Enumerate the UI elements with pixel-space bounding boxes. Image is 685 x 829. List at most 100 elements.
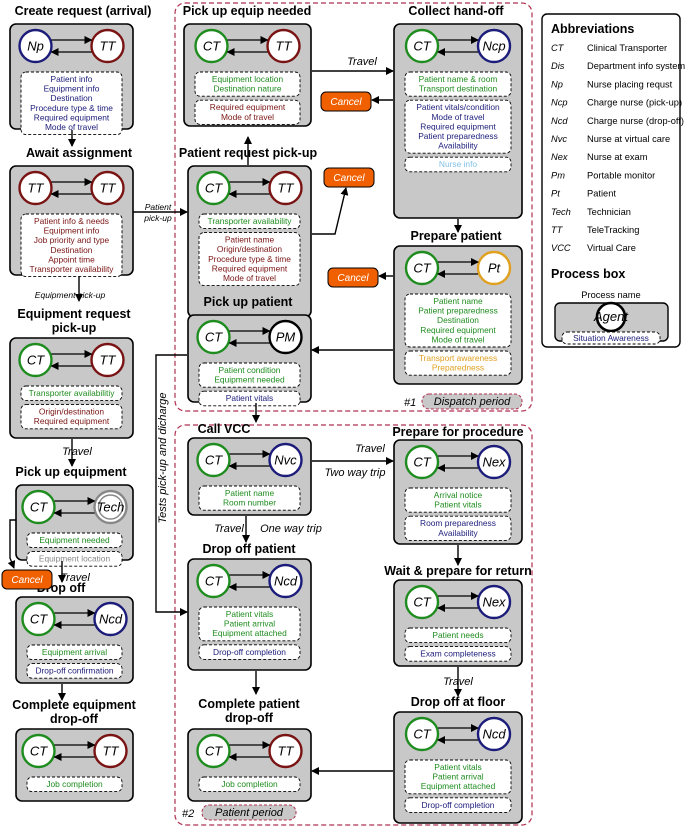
info-box-await-line: Patient info & needs: [34, 216, 109, 226]
info-box-await-line: Equipment info: [44, 226, 100, 236]
agent-pt-circle: [476, 250, 512, 286]
info-box-prepproc: [404, 487, 512, 513]
legend-key-ncd: Ncd: [551, 116, 568, 126]
label-travel: Travel: [355, 443, 385, 455]
info-box-prepproc: [404, 515, 512, 541]
info-box-dropoff: [26, 663, 123, 679]
info-box-prepare: [404, 293, 512, 348]
info-box-equipneeded-line: Mode of travel: [221, 112, 274, 122]
arrow-patreq-cancel: [312, 187, 349, 235]
legend-process-name: Process name: [581, 290, 640, 300]
legend-key-pm: Pm: [551, 170, 565, 180]
process-title-prepare: Prepare patient: [410, 229, 502, 243]
info-box-await-line: Job priority and type: [34, 235, 110, 245]
agent-ct-circle: [404, 28, 440, 64]
info-box-droppatient-line: Equipment attached: [212, 628, 287, 638]
info-box-equipneeded-line: Destination nature: [214, 84, 282, 94]
info-box-callvcc-line: Room number: [223, 498, 276, 508]
info-box-droppatient-line: Drop-off completion: [213, 647, 286, 657]
agent-ct-label: CT: [413, 39, 431, 54]
info-box-pickpatient: [198, 362, 301, 388]
process-title-equipneeded: Pick up equip needed: [183, 4, 312, 18]
agent-ct-label: CT: [203, 39, 221, 54]
agent-tt-circle: [268, 733, 303, 769]
agent-tt-label: TT: [100, 39, 117, 54]
legend-key-vcc: VCC: [551, 243, 571, 253]
info-box-create-line: Equipment info: [44, 84, 100, 94]
info-box-create: [20, 71, 123, 136]
agent-ncd-circle: [93, 601, 128, 637]
agent-pm-label: PM: [276, 330, 296, 345]
label-tests-pickup-discharge: Tests pick-up and dicharge: [157, 392, 169, 523]
info-box-collect: [404, 71, 512, 97]
label-two-way-trip: Two way trip: [325, 467, 386, 479]
info-box-completeequip: [26, 776, 123, 793]
cancel-button: Cancel: [323, 167, 375, 188]
info-box-equipreq-line: Origin/destination: [39, 407, 105, 417]
cancel-button-label: Cancel: [337, 273, 369, 284]
info-box-dropfloor-line: Drop-off completion: [422, 800, 495, 810]
agent-ncd-label: Ncd: [99, 612, 123, 627]
legend-desc-nex: Nurse at exam: [587, 152, 648, 162]
agent-ncd-label: Ncd: [482, 727, 506, 742]
agent-ct-label: CT: [30, 744, 48, 759]
agent-nex-label: Nex: [482, 595, 506, 610]
info-box-pickpatient-line: Equipment needed: [214, 375, 285, 385]
legend-desc-np: Nurse placing requst: [587, 79, 673, 89]
info-box-prepproc-line: Room preparedness: [420, 518, 496, 528]
dispatch-period-label: Dispatch period: [434, 396, 511, 408]
agent-ct-circle: [196, 170, 231, 206]
info-box-droppatient-line: Patient vitals: [226, 609, 273, 619]
legend-desc-pt: Patient: [587, 189, 616, 199]
info-box-dropfloor: [404, 759, 512, 795]
agent-nex-circle: [476, 584, 512, 620]
legend-desc-tech: Technician: [587, 207, 631, 217]
info-box-prepare-line: Patient preparedness: [418, 306, 498, 316]
agent-tt-circle: [90, 170, 125, 206]
info-box-await: [20, 213, 123, 278]
agent-tech-label: Tech: [97, 500, 125, 515]
agent-ct-label: CT: [413, 261, 431, 276]
legend-desc-ncp: Charge nurse (pick-up): [587, 98, 682, 108]
legend-key-dis: Dis: [551, 61, 565, 71]
process-title-dropfloor: Drop off at floor: [411, 695, 506, 709]
info-box-completepat-line: Job completion: [221, 779, 278, 789]
legend-key-ncp: Ncp: [551, 98, 568, 108]
agent-ct-label: CT: [413, 727, 431, 742]
info-box-prepproc-line: Availability: [438, 528, 478, 538]
info-box-prepare-line: Transport awareness: [419, 353, 497, 363]
legend-desc-vcc: Virtual Care: [587, 243, 636, 253]
info-box-prepare-line: Preparedness: [432, 363, 484, 373]
info-box-equipreq-line: Transporter availabilitiy: [29, 388, 116, 398]
label-equipment-pickup: Equipment pick-up: [35, 290, 106, 300]
agent-tt-label: TT: [276, 39, 293, 54]
agent-ct-label: CT: [413, 455, 431, 470]
cancel-button: Cancel: [1, 569, 53, 590]
info-box-droppatient-line: Patient arrival: [224, 619, 275, 629]
info-box-dropoff-line: Drop-off confirmation: [35, 666, 113, 676]
agent-ct-circle: [196, 733, 231, 769]
arrow-pickequip-cancel: [7, 519, 16, 569]
info-box-create-line: Procedure type & time: [30, 103, 113, 113]
info-box-prepproc-line: Arrival notice: [434, 490, 483, 500]
legend-desc-pm: Portable monitor: [587, 170, 655, 180]
agent-ct-label: CT: [30, 500, 48, 515]
info-box-completeequip-line: Job completion: [46, 779, 103, 789]
agent-tt-label: TT: [278, 744, 295, 759]
info-box-prepproc-line: Patient vitals: [434, 500, 481, 510]
agent-ct-circle: [21, 489, 56, 525]
process-title-pickequip: Pick up equipment: [15, 465, 127, 479]
info-box-collect: [404, 156, 512, 173]
process-title-completepat: Complete patient: [198, 697, 300, 711]
agent-np-label: Np: [27, 39, 44, 54]
patient-period-badge: [201, 804, 297, 821]
info-box-create-line: Patient info: [51, 74, 93, 84]
process-title-pickpatient: Pick up patient: [204, 295, 294, 309]
label-travel: Travel: [62, 446, 92, 458]
agent-ct-circle: [404, 444, 440, 480]
